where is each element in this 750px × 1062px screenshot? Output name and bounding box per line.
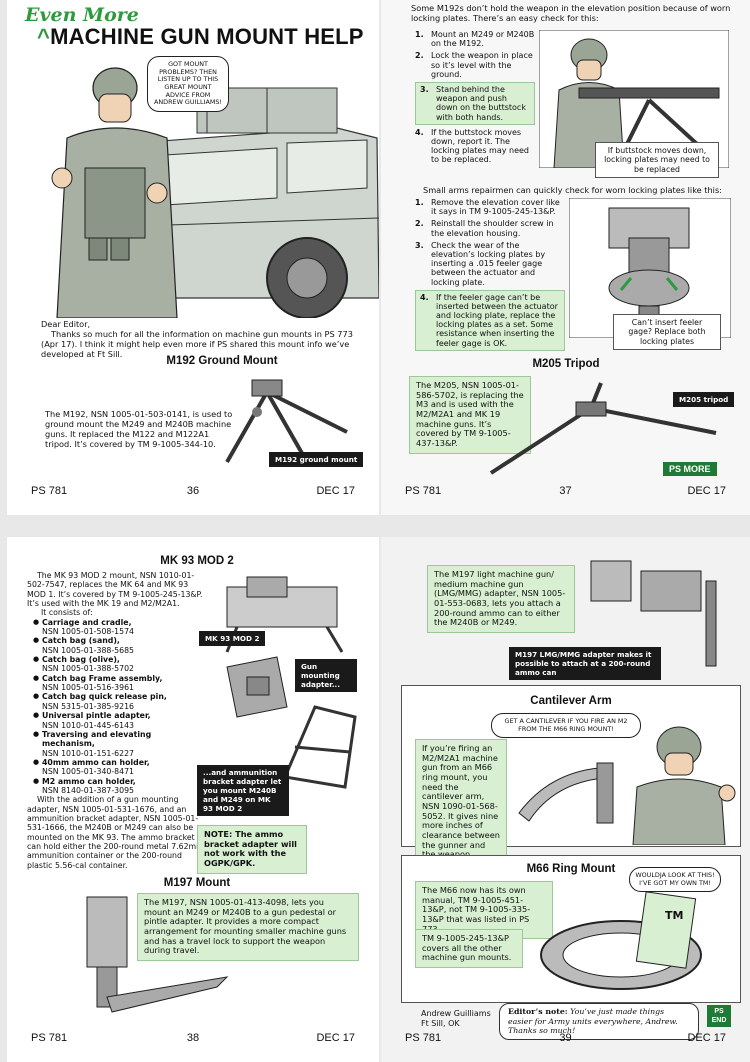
m66-bubble: WOULDJA LOOK AT THIS! I’VE GOT MY OWN TM… (629, 867, 721, 893)
list-item: M2 ammo can holder,NSN 8140-01-387-3095 (33, 777, 205, 796)
footer-pub: PS 781 (405, 1032, 442, 1044)
editor-note-label: Editor’s note: (508, 1007, 568, 1016)
step-item: 1.Mount an M249 or M240B on the M192. (415, 30, 535, 49)
section-title-cantilever: Cantilever Arm (530, 695, 612, 707)
step-item: 3.Check the wear of the elevation’s lock… (415, 240, 546, 287)
mk93-consists: It consists of: (41, 608, 93, 618)
step-item: 1.Remove the elevation cover like it say… (415, 198, 560, 217)
section-title-m205: M205 Tripod (532, 358, 600, 370)
footer-page: 37 (559, 485, 572, 497)
ps-more-badge[interactable]: PS MORE (663, 462, 717, 476)
footer-date: DEC 17 (316, 485, 355, 497)
footer-36: PS 781 36 DEC 17 (7, 485, 379, 501)
m66-text-box-2: TM 9-1005-245-13&P covers all the other … (415, 929, 523, 969)
cantilever-text-box: If you’re firing an M2/M2A1 machine gun … (415, 739, 507, 866)
label-mk93: MK 93 MOD 2 (199, 631, 266, 646)
page-39: The M197 light machine gun/ medium machi… (381, 537, 750, 1062)
footer-page: 39 (559, 1032, 572, 1044)
speech-bubble: GOT MOUNT PROBLEMS? THEN LISTEN UP TO TH… (147, 56, 229, 113)
cantilever-arm-illustration (518, 762, 614, 824)
list-item: Catch bag (sand),NSN 1005-01-388-5685 (33, 636, 205, 655)
tm-book-label: TM (665, 909, 684, 922)
list-item: Universal pintle adapter,NSN 1010-01-445… (33, 711, 205, 730)
footer-date: DEC 17 (687, 485, 726, 497)
label-gun-adapter: Gun mounting adapter... (295, 659, 357, 692)
list-item: Catch bag quick release pin,NSN 5315-01-… (33, 692, 205, 711)
step-item-highlighted: 3.Stand behind the weapon and push down … (415, 81, 535, 125)
signature-place: Ft Sill, OK (421, 1018, 460, 1028)
step-item-highlighted: 4.If the feeler gage can’t be inserted b… (415, 289, 565, 351)
m205-tripod-illustration (489, 382, 717, 475)
m192-mount-illustration (225, 379, 348, 463)
intro-text: Some M192s don’t hold the weapon in the … (411, 3, 731, 23)
letter-body: Thanks so much for all the information o… (41, 328, 353, 359)
header-title: ^MACHINE GUN MOUNT HELP (37, 24, 364, 49)
list-item: Catch bag Frame assembly,NSN 1005-01-516… (33, 674, 205, 693)
caption-feeler-gage: Can’t insert feeler gage? Replace both l… (613, 314, 721, 351)
footer-pub: PS 781 (405, 485, 442, 497)
intro2-text: Small arms repairmen can quickly check f… (423, 185, 722, 195)
footer-date: DEC 17 (687, 1032, 726, 1044)
page-38: MK 93 MOD 2 The MK 93 MOD 2 mount, NSN 1… (7, 537, 379, 1062)
header-small: Even More (25, 4, 139, 26)
signature: Andrew Guilliams Ft Sill, OK (421, 1009, 511, 1028)
footer-page: 36 (186, 485, 200, 497)
mk93-outro: With the addition of a gun mounting adap… (27, 795, 204, 870)
footer-39: PS 781 39 DEC 17 (381, 1032, 750, 1048)
m66-ring-mount-illustration (540, 891, 702, 990)
page-37: Some M192s don’t hold the weapon in the … (381, 0, 750, 515)
adapter-text-box: The M197 light machine gun/ medium machi… (427, 565, 575, 634)
m197-text-box: The M197, NSN 1005-01-413-4098, lets you… (137, 893, 359, 962)
note-box: NOTE: The ammo bracket adapter will not … (197, 825, 307, 874)
ammo-bracket-illustration (282, 705, 357, 789)
footer-pub: PS 781 (31, 485, 68, 497)
gun-mounting-adapter-illustration (226, 656, 288, 718)
check-steps-1: 1.Mount an M249 or M240B on the M192. 2.… (415, 30, 535, 167)
letter: Dear Editor, Thanks so much for all the … (41, 319, 371, 359)
mk93-mount-illustration (225, 576, 344, 653)
mk93-intro: The MK 93 MOD 2 mount, NSN 1010-01-502-7… (27, 571, 203, 609)
caption-buttstock: If buttstock moves down, locking plates … (595, 142, 719, 179)
footer-37: PS 781 37 DEC 17 (381, 485, 750, 501)
list-item: Carriage and cradle,NSN 1005-01-508-1574 (33, 618, 205, 637)
letter-salutation: Dear Editor, (41, 319, 91, 329)
m192-text: The M192, NSN 1005-01-503-0141, is used … (45, 409, 233, 449)
step-item: 4.If the buttstock moves down, report it… (415, 127, 529, 165)
footer-page: 38 (186, 1032, 200, 1044)
signature-name: Andrew Guilliams (421, 1009, 491, 1018)
lmg-mmg-adapter-illustration (590, 560, 717, 667)
section-title-m192: M192 Ground Mount (166, 355, 278, 367)
mk93-parts-list: Carriage and cradle,NSN 1005-01-508-1574… (27, 618, 205, 796)
m205-text-box: The M205, NSN 1005-01-586-5702, is repla… (409, 376, 531, 454)
editor-note-text: You’ve just made things easier for Army … (508, 1007, 678, 1036)
page-36: Even More ^MACHINE GUN MOUNT HELP GOT MO… (7, 0, 379, 515)
ps-end-badge: PS END (707, 1005, 731, 1028)
label-ammo-bracket: ...and ammunition bracket adapter let yo… (197, 765, 289, 816)
soldier-cantilever-illustration (632, 726, 736, 845)
footer-pub: PS 781 (31, 1032, 68, 1044)
editor-note: Editor’s note: You’ve just made things e… (499, 1003, 699, 1041)
list-item: Catch bag (olive),NSN 1005-01-388-5702 (33, 655, 205, 674)
section-title-mk93: MK 93 MOD 2 (160, 555, 234, 567)
m192-label: M192 ground mount (269, 452, 364, 467)
footer-38: PS 781 38 DEC 17 (7, 1032, 379, 1048)
footer-date: DEC 17 (316, 1032, 355, 1044)
m205-label: M205 tripod (673, 392, 735, 407)
list-item: Traversing and elevating mechanism,NSN 1… (33, 730, 205, 758)
list-item: 40mm ammo can holder,NSN 1005-01-340-847… (33, 758, 205, 777)
mk93-text: The MK 93 MOD 2 mount, NSN 1010-01-502-7… (27, 571, 205, 870)
cantilever-bubble: GET A CANTILEVER IF YOU FIRE AN M2 FROM … (491, 713, 641, 739)
check-steps-2: 1.Remove the elevation cover like it say… (415, 198, 565, 354)
m197-mount-illustration (86, 896, 229, 1013)
step-item: 2.Lock the weapon in place so it’s level… (415, 51, 533, 79)
step-item: 2.Reinstall the shoulder screw in the el… (415, 219, 554, 238)
section-title-m197: M197 Mount (163, 877, 231, 889)
section-title-m66: M66 Ring Mount (526, 863, 616, 875)
adapter-label: M197 LMG/MMG adapter makes it possible t… (509, 647, 661, 680)
